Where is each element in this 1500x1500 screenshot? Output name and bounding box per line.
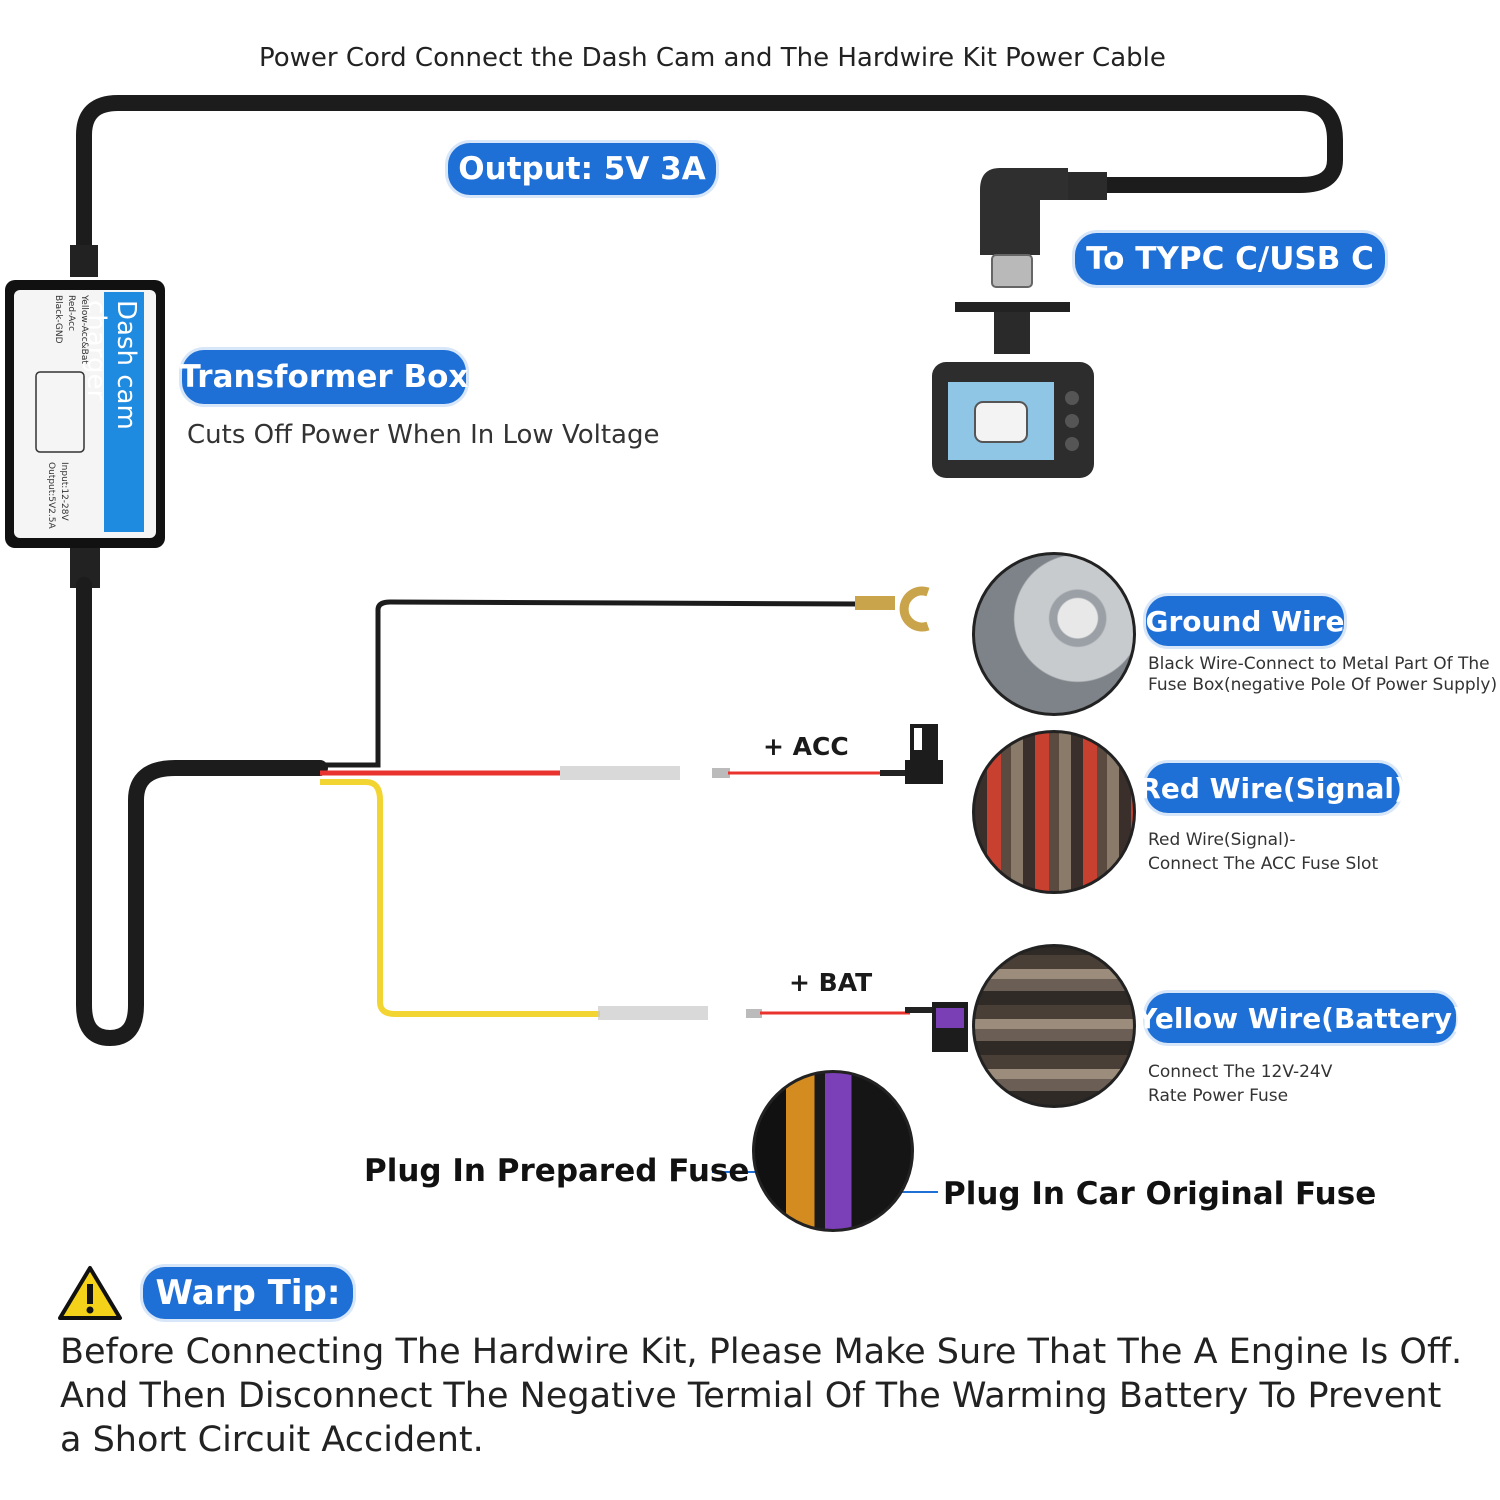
transformer-badge: Transformer Box xyxy=(180,350,468,404)
box-spec-line: Input:12-28V xyxy=(59,462,69,521)
red-desc-line-1: Red Wire(Signal)- xyxy=(1148,830,1296,850)
box-spec-line: Black-GND xyxy=(53,295,63,344)
tip-line-3: a Short Circuit Accident. xyxy=(60,1420,484,1460)
power-cord xyxy=(76,95,1343,263)
yellow-desc-line-2: Rate Power Fuse xyxy=(1148,1086,1289,1106)
warning-icon xyxy=(58,1266,122,1320)
box-label: Dash cam charger xyxy=(81,300,141,530)
yellow-badge: Yellow Wire(Battery) xyxy=(1137,993,1465,1043)
strain-relief-top xyxy=(70,245,98,277)
tip-line-2: And Then Disconnect The Negative Termial… xyxy=(60,1376,1442,1416)
yellow-desc-line-1: Connect The 12V-24V xyxy=(1148,1062,1333,1082)
battery-fuse-photo xyxy=(972,944,1136,1108)
usb-badge: To TYPC C/USB C xyxy=(1075,233,1385,285)
dash-cam xyxy=(932,302,1094,478)
output-badge: Output: 5V 3A xyxy=(448,143,716,195)
acc-fuse-photo xyxy=(972,730,1136,894)
red-badge: Red Wire(Signal) xyxy=(1139,763,1407,813)
red-desc-line-2: Connect The ACC Fuse Slot xyxy=(1148,854,1379,874)
transformer-box xyxy=(5,280,165,548)
box-spec-line: Output:5V2.5A xyxy=(46,462,56,529)
yellow-desc: Connect The 12V-24V Rate Power Fuse xyxy=(1148,1060,1332,1108)
bat-label: + BAT xyxy=(789,968,873,997)
ground-wire xyxy=(320,599,861,768)
transformer-desc: Cuts Off Power When In Low Voltage xyxy=(187,420,660,450)
yellow-wire xyxy=(320,779,600,1017)
ground-desc: Black Wire-Connect to Metal Part Of The … xyxy=(1148,654,1497,696)
tip-line-1: Before Connecting The Hardwire Kit, Plea… xyxy=(60,1332,1463,1372)
ground-photo xyxy=(972,552,1136,716)
main-cable xyxy=(76,577,328,1047)
box-spec-line: Red-Acc xyxy=(66,295,76,332)
red-desc: Red Wire(Signal)- Connect The ACC Fuse S… xyxy=(1148,828,1378,876)
tip-text: Before Connecting The Hardwire Kit, Plea… xyxy=(60,1330,1462,1462)
acc-label: + ACC xyxy=(763,732,849,761)
bat-fuse-tap xyxy=(932,1002,968,1052)
acc-fuse-tap xyxy=(905,724,943,784)
ring-terminal xyxy=(899,586,930,632)
ground-desc-line-1: Black Wire-Connect to Metal Part Of The xyxy=(1148,654,1490,674)
box-spec-text: Yellow-Acc&Bat Red-Acc Black-GND xyxy=(51,295,90,364)
prepared-fuse-label: Plug In Prepared Fuse xyxy=(364,1153,750,1189)
original-fuse-label: Plug In Car Original Fuse xyxy=(943,1176,1377,1212)
ground-desc-line-2: Fuse Box(negative Pole Of Power Supply) xyxy=(1148,675,1498,695)
tip-badge: Warp Tip: xyxy=(143,1267,353,1319)
usb-c-connector xyxy=(980,168,1107,288)
box-spec-line: Yellow-Acc&Bat xyxy=(79,295,89,364)
box-spec-text-2: Input:12-28V Output:5V2.5A xyxy=(44,462,70,529)
fuse-tap-photo xyxy=(752,1070,914,1232)
ground-badge: Ground Wire xyxy=(1146,596,1344,646)
top-caption: Power Cord Connect the Dash Cam and The … xyxy=(259,43,1166,73)
